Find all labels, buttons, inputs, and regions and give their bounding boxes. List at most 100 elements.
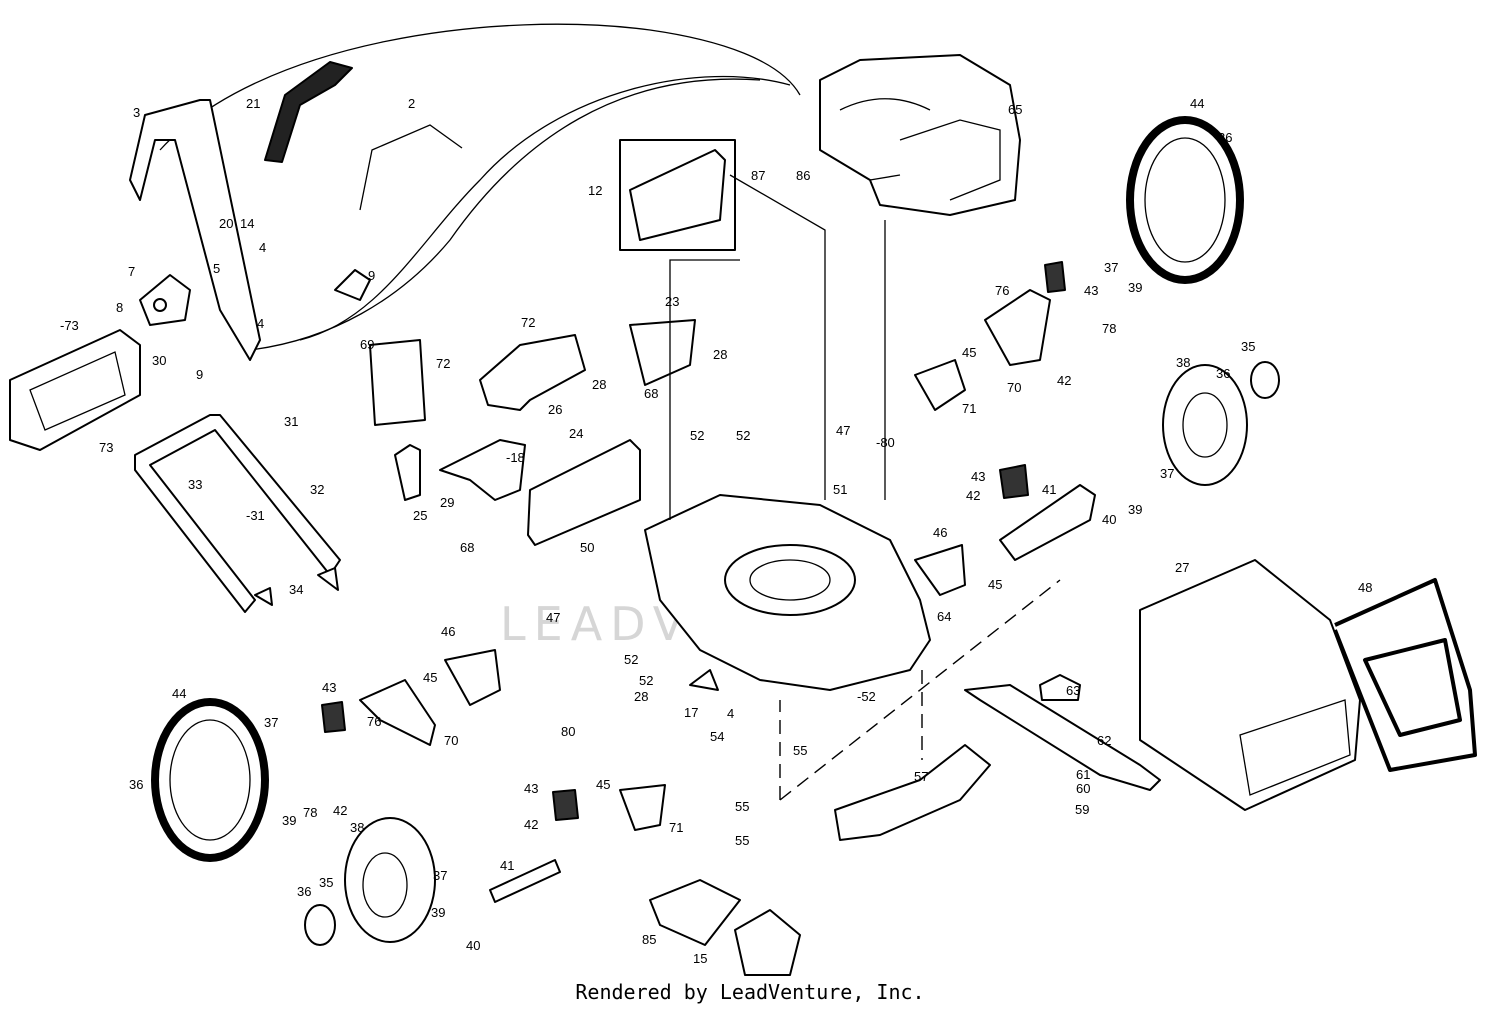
part-callout: 20 (219, 216, 233, 231)
part-callout: 52 (639, 673, 653, 688)
part-callout: 76 (367, 714, 381, 729)
front-wheel-right (1162, 364, 1248, 486)
part-callout: 37 (264, 715, 278, 730)
part-callout: 44 (172, 686, 186, 701)
grass-bag-frame-inner (29, 351, 126, 431)
part-callout: 57 (914, 769, 928, 784)
part-callout: 7 (128, 264, 135, 279)
part-callout: 72 (521, 315, 535, 330)
part-callout: 28 (592, 377, 606, 392)
part-callout: 42 (524, 817, 538, 832)
mulch-plug (734, 909, 801, 976)
part-callout: 9 (196, 367, 203, 382)
part-callout: 36 (129, 777, 143, 792)
part-callout: 45 (596, 777, 610, 792)
part-callout: 45 (988, 577, 1002, 592)
part-callout: 52 (624, 652, 638, 667)
part-callout: 68 (460, 540, 474, 555)
part-callout: 62 (1097, 733, 1111, 748)
part-callout: 28 (713, 347, 727, 362)
part-callout: 40 (466, 938, 480, 953)
part-callout: 65 (1008, 102, 1022, 117)
part-callout: 59 (1075, 802, 1089, 817)
part-callout: 36 (1218, 130, 1232, 145)
part-callout: 45 (423, 670, 437, 685)
engine-cover (629, 149, 726, 241)
hinge-bracket (394, 444, 421, 501)
part-callout: 46 (933, 525, 947, 540)
throttle-cable (159, 23, 801, 341)
part-callout: 43 (971, 469, 985, 484)
front-wheel-right-hub (1182, 392, 1228, 458)
part-callout: 39 (282, 813, 296, 828)
part-callout: 35 (319, 875, 333, 890)
bag-frame (1333, 578, 1477, 772)
part-callout: 42 (333, 803, 347, 818)
part-callout: 15 (693, 951, 707, 966)
axle-bracket (984, 289, 1051, 366)
rear-flap (527, 439, 641, 546)
part-callout: 42 (1057, 373, 1071, 388)
height-bracket (479, 334, 586, 411)
part-callout: 29 (440, 495, 454, 510)
part-callout: 35 (1241, 339, 1255, 354)
height-lever (321, 701, 346, 733)
axle-shaft (489, 859, 561, 903)
part-callout: 61 (1076, 767, 1090, 782)
baffle (834, 744, 991, 841)
part-callout: 80 (561, 724, 575, 739)
throttle-cable-lower (249, 78, 761, 351)
part-callout: 41 (500, 858, 514, 873)
part-callout: -80 (876, 435, 895, 450)
grass-bag (1139, 559, 1361, 811)
part-callout: 37 (1104, 260, 1118, 275)
guide-line (669, 174, 886, 520)
part-callout: 78 (1102, 321, 1116, 336)
part-callout: 43 (322, 680, 336, 695)
shield-bracket (439, 439, 526, 501)
part-callout: 55 (793, 743, 807, 758)
control-bail (359, 124, 463, 211)
part-callout: 33 (188, 477, 202, 492)
ratchet-plate (619, 784, 666, 831)
credit-line: Rendered by LeadVenture, Inc. (575, 980, 925, 1004)
axle-plate (999, 484, 1096, 561)
handle-clip (317, 567, 339, 591)
engine (819, 54, 1021, 216)
part-callout: 28 (634, 689, 648, 704)
part-callout: 47 (836, 423, 850, 438)
part-callout: 4 (257, 316, 264, 331)
part-callout: 9 (368, 268, 375, 283)
part-callout: 76 (995, 283, 1009, 298)
handle-clip (254, 587, 273, 606)
hubcap (304, 904, 336, 946)
part-callout: 30 (152, 353, 166, 368)
part-callout: 42 (966, 488, 980, 503)
part-callout: 86 (796, 168, 810, 183)
part-callout: 23 (665, 294, 679, 309)
bracket-hole (153, 298, 167, 312)
part-callout: 39 (1128, 502, 1142, 517)
part-callout: 37 (433, 868, 447, 883)
part-callout: 36 (1216, 366, 1230, 381)
part-callout: 60 (1076, 781, 1090, 796)
part-callout: 63 (1066, 683, 1080, 698)
part-callout: 52 (690, 428, 704, 443)
part-callout: 8 (116, 300, 123, 315)
fastener (689, 669, 719, 691)
part-callout: 3 (133, 105, 140, 120)
deck-opening (749, 559, 831, 601)
part-callout: 45 (962, 345, 976, 360)
upper-handle (129, 99, 261, 361)
part-callout: 37 (1160, 466, 1174, 481)
part-callout: -31 (246, 508, 265, 523)
part-callout: 24 (569, 426, 583, 441)
part-callout: 73 (99, 440, 113, 455)
part-callout: 41 (1042, 482, 1056, 497)
part-callout: 68 (644, 386, 658, 401)
part-callout: 50 (580, 540, 594, 555)
height-lever (1044, 261, 1066, 293)
part-callout: -73 (60, 318, 79, 333)
